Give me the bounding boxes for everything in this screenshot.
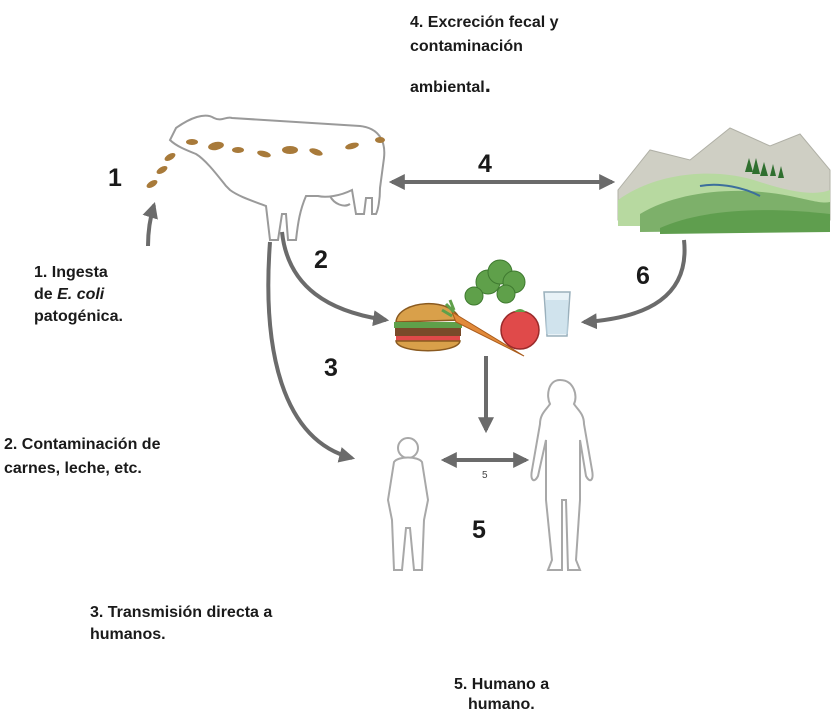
arrow-3-cow-human (268, 242, 352, 458)
step-number-1: 1 (108, 164, 122, 193)
human-small (388, 438, 428, 570)
caption-4-line1: 4. Excreción fecal y (410, 12, 559, 33)
caption-3-line1: 3. Transmisión directa a (90, 602, 272, 623)
step-number-4: 4 (478, 150, 492, 179)
caption-1-line1: 1. Ingesta (34, 262, 108, 283)
caption-1-line2: de E. coli (34, 284, 104, 305)
caption-1-prefix: de (34, 286, 57, 303)
caption-2-line1: 2. Contaminación de (4, 434, 160, 455)
step-number-5-small: 5 (482, 470, 488, 481)
caption-5-line1: 5. Humano a (454, 674, 549, 695)
food-illustration (394, 260, 570, 356)
caption-4-line2: contaminación (410, 36, 523, 57)
human-tall (531, 380, 592, 570)
caption-4-line3-text: ambiental (410, 79, 485, 96)
step-number-6: 6 (636, 262, 650, 291)
landscape-illustration (618, 128, 830, 234)
caption-5-line2: humano. (468, 694, 535, 715)
arrow-2-cow-food (282, 232, 386, 320)
arrow-1-ingestion (148, 205, 154, 246)
caption-1-ecoli: E. coli (57, 286, 104, 303)
cow-illustration (170, 116, 384, 240)
caption-1-line3: patogénica. (34, 306, 123, 327)
step-number-5: 5 (472, 516, 486, 545)
caption-2-line2: carnes, leche, etc. (4, 458, 142, 479)
arrow-6-landscape-food (584, 240, 685, 322)
caption-4-line3: ambiental. (410, 74, 491, 98)
step-number-2: 2 (314, 246, 328, 275)
step-number-3: 3 (324, 354, 338, 383)
caption-3-line2: humanos. (90, 624, 166, 645)
caption-4-dot: . (485, 72, 491, 97)
